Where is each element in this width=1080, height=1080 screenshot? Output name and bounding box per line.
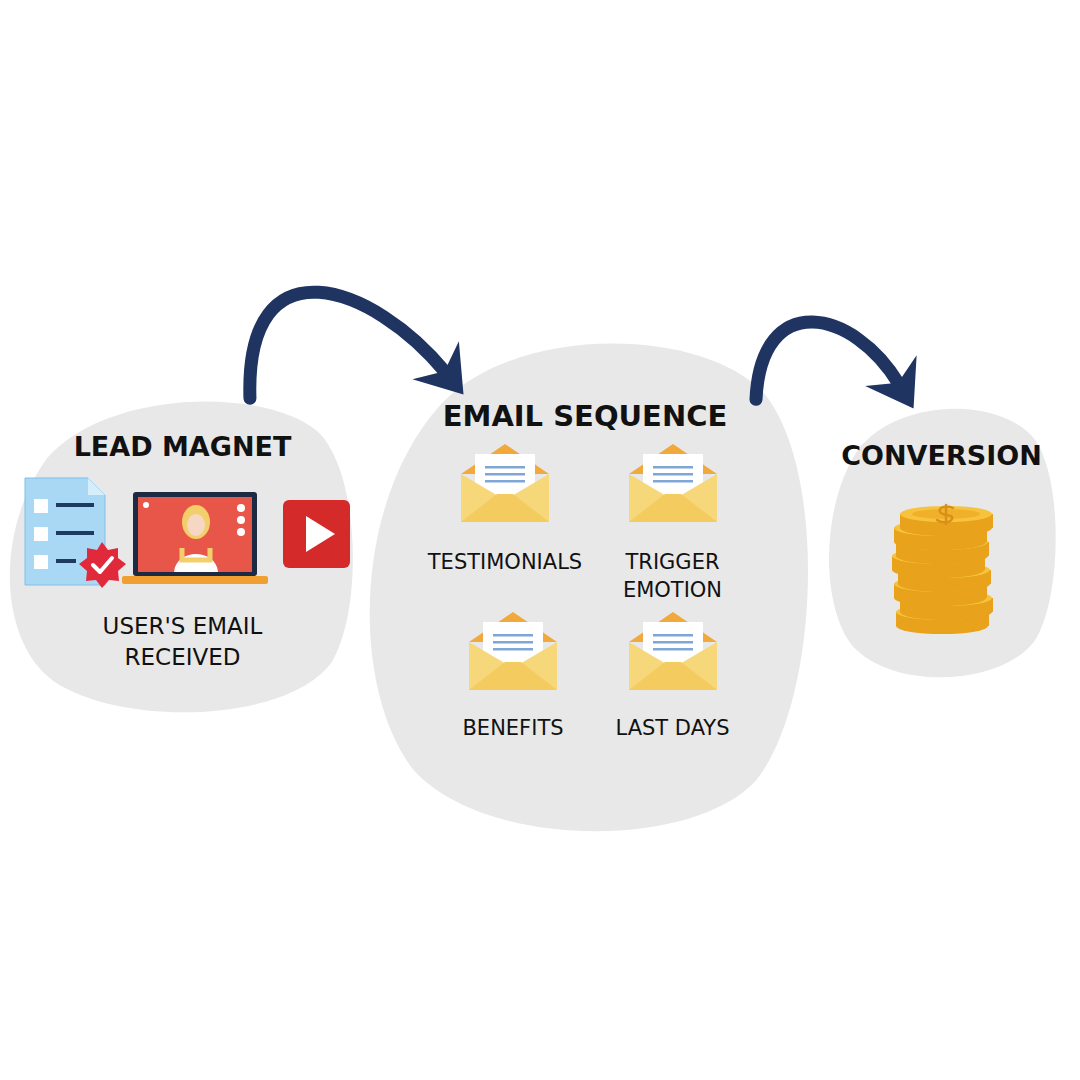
node-heading: EMAIL SEQUENCE <box>381 397 789 436</box>
node-label: TRIGGER EMOTION <box>596 548 749 605</box>
envelope-icon <box>457 440 553 524</box>
email-step: TRIGGER EMOTION <box>600 440 745 611</box>
email-step: LAST DAYS <box>600 608 745 748</box>
stage-blob: CONVERSION <box>825 400 1058 680</box>
email-step: BENEFITS <box>433 608 593 748</box>
arrow-line <box>756 322 899 399</box>
email-step: TESTIMONIALS <box>415 440 595 582</box>
node-heading: LEAD MAGNET <box>19 429 347 465</box>
stage-blob: EMAIL SEQUENCE TESTIMONIALSTRIGGER EMOTIO… <box>360 335 810 830</box>
envelope-icon <box>625 608 721 692</box>
curved-arrow <box>756 322 917 408</box>
arrow-line <box>250 292 446 398</box>
node-label: LAST DAYS <box>596 714 749 742</box>
stage-blob: LEAD MAGNET USER'S EMAIL RECEIVED <box>5 385 360 715</box>
arrow-head <box>412 341 463 394</box>
envelope-icon <box>465 608 561 692</box>
curved-arrow <box>250 292 464 398</box>
node-heading: CONVERSION <box>828 438 1056 474</box>
envelope-icon <box>625 440 721 524</box>
node-label: USER'S EMAIL RECEIVED <box>74 611 292 673</box>
arrow-head <box>865 355 916 408</box>
node-label: TESTIMONIALS <box>411 548 599 576</box>
node-label: BENEFITS <box>429 714 597 742</box>
